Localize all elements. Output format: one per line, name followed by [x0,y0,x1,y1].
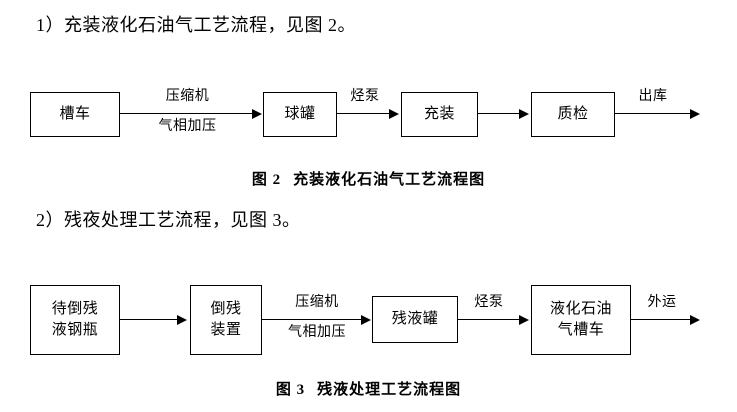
flow2-arrowhead-4 [690,315,700,325]
flow1-edge-label-4-top: 出库 [638,89,668,104]
flow1-node-spherical-tank-label: 球罐 [284,106,316,122]
flow1-edge-label-1-top: 压缩机 [165,89,210,104]
flow2-edge-label-3-top: 烃泵 [474,295,504,310]
flow2-node-residue-removal-device[interactable]: 倒残 装置 [190,285,262,355]
paragraph-item-1: 1）充装液化石油气工艺流程，见图 2。 [36,15,356,35]
flow2-edge-label-2-top: 压缩机 [295,295,339,310]
flow1-node-tank-truck-label: 槽车 [59,106,91,122]
flow1-node-filling[interactable]: 充装 [401,92,478,137]
flow2-node-lpg-tank-truck[interactable]: 液化石油 气槽车 [531,285,631,355]
caption-figure-3-number: 图 3 [275,382,306,398]
flow1-arrowhead-3 [519,109,529,119]
flow2-arrowhead-3 [519,315,529,325]
flow2-connector-4 [631,319,691,321]
flow1-edge-label-1-bottom: 气相加压 [158,119,217,134]
flow2-edge-label-4-top: 外运 [647,295,677,310]
flow2-connector-1 [120,319,178,321]
flow1-edge-label-2-top: 烃泵 [350,89,380,104]
flow1-connector-1 [120,113,253,115]
flow2-node-residue-removal-device-label: 倒残 装置 [210,301,242,338]
caption-figure-3: 图 3 残液处理工艺流程图 [0,378,737,399]
flow2-arrowhead-2 [361,315,371,325]
flow1-node-quality-inspection[interactable]: 质检 [531,92,615,137]
flow2-node-cylinders-awaiting-residue-removal[interactable]: 待倒残 液钢瓶 [30,285,120,355]
flow1-arrowhead-2 [389,109,399,119]
flow1-arrowhead-1 [252,109,262,119]
flow1-connector-2 [337,113,390,115]
caption-figure-2-title: 充装液化石油气工艺流程图 [293,172,486,188]
flow1-connector-3 [478,113,520,115]
flowchart-figure-2: 槽车 压缩机 气相加压 球罐 烃泵 充装 质检 出库 [0,80,737,152]
flow1-node-filling-label: 充装 [423,106,455,122]
flow2-node-residue-tank[interactable]: 残液罐 [372,296,458,343]
flow1-node-tank-truck[interactable]: 槽车 [30,92,120,137]
flow2-node-residue-tank-label: 残液罐 [391,311,439,327]
flow2-connector-3 [458,319,520,321]
flow2-node-cylinders-awaiting-residue-removal-label: 待倒残 液钢瓶 [51,301,99,338]
flowchart-figure-3: 待倒残 液钢瓶 倒残 装置 压缩机 气相加压 残液罐 烃泵 液化石油 气槽车 外… [0,275,737,363]
flow2-node-lpg-tank-truck-label: 液化石油 气槽车 [549,301,612,338]
flow1-arrowhead-4 [690,109,700,119]
flow1-node-quality-inspection-label: 质检 [557,106,589,122]
caption-figure-2: 图 2 充装液化石油气工艺流程图 [0,168,737,189]
flow1-node-spherical-tank[interactable]: 球罐 [263,92,337,137]
paragraph-item-2: 2）残夜处理工艺流程，见图 3。 [36,210,301,230]
flow2-edge-label-2-bottom: 气相加压 [288,325,346,340]
flow1-connector-4 [615,113,691,115]
caption-figure-2-number: 图 2 [251,172,282,188]
caption-figure-3-title: 残液处理工艺流程图 [317,382,462,398]
flow2-arrowhead-1 [177,315,187,325]
flow2-connector-2 [262,319,362,321]
